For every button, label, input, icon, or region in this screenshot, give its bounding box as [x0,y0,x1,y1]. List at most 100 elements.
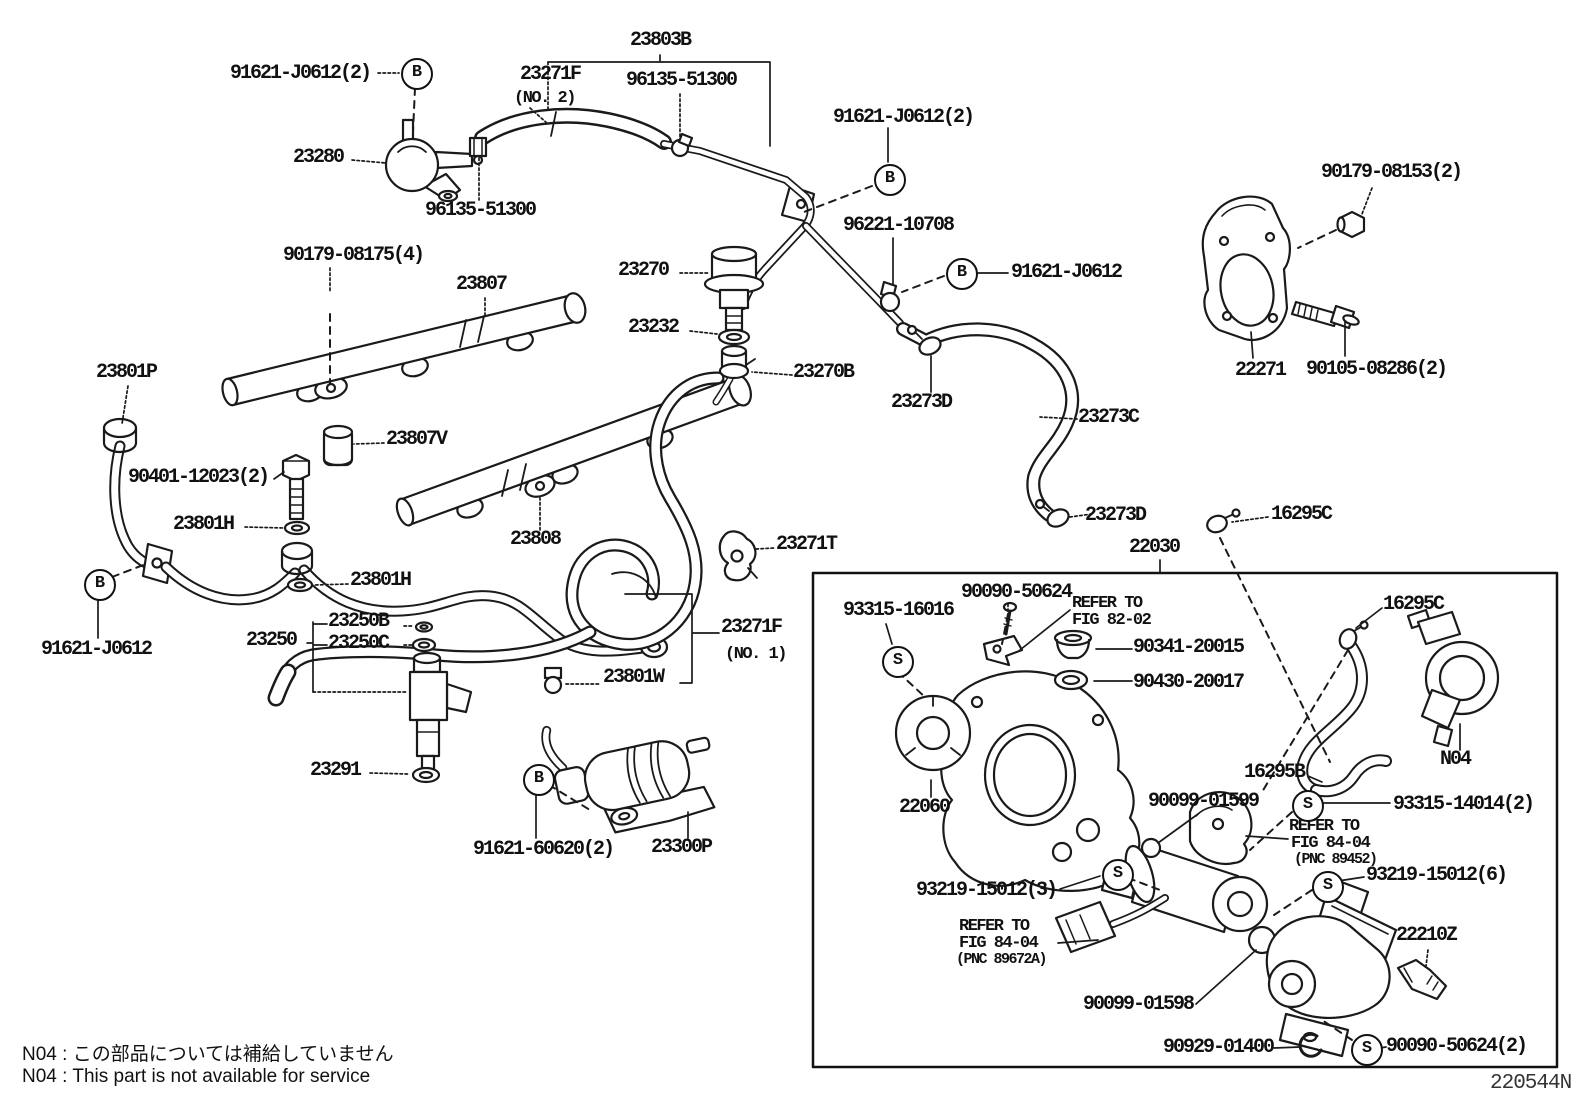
part-label-23801H-b: 23801H [350,569,412,592]
part-label-23280: 23280 [293,146,345,169]
fuel-pipe-23801P [102,417,174,585]
part-label-90179-08175-4: 90179-08175(4) [283,244,425,267]
sensor-pnc-89452 [1188,790,1253,865]
part-label-90929-01400: 90929-01400 [1163,1036,1275,1059]
fuel-filter-23300P [541,725,716,834]
part-label-22271: 22271 [1235,359,1287,382]
fuel-hose-23271F-no2 [474,107,672,150]
screw-badge-s4: S [1102,859,1134,891]
screw-badge-s3: S [1312,871,1344,903]
bolt-badge-b1: B [401,58,433,90]
part-label-91621-J0612-a: 91621-J0612 [1011,261,1123,284]
part-label-90099-01598: 90099-01598 [1083,993,1195,1016]
connector-pnc-89672A [1054,894,1169,954]
part-label-96135-51300-a: 96135-51300 [626,69,738,92]
part-label-90105-08286-2: 90105-08286(2) [1306,358,1448,381]
nut-90179-08153 [1336,210,1366,239]
fuel-injector-23250 [408,651,473,777]
air-valve-assembly [1265,878,1398,1058]
gasket-23232 [717,328,751,346]
part-label-90179-08153-2: 90179-08153(2) [1321,161,1463,184]
part-label-23273D-b: 23273D [1085,504,1147,527]
refer-note-84b-line1: REFER TO [959,917,1030,936]
part-label-no2: (NO. 2) [514,89,576,108]
part-label-23273C: 23273C [1078,406,1140,429]
part-label-91621-J0612-2-b: 91621-J0612(2) [833,106,975,129]
hose-clamp-23273D-1 [906,324,942,356]
sensor-part-n04 [1406,608,1500,748]
part-label-23807V: 23807V [386,428,448,451]
part-label-23300P: 23300P [651,836,713,859]
ring-90430-20017 [1053,669,1089,691]
bolt-badge-b2: B [874,164,906,196]
part-label-23291: 23291 [310,759,362,782]
washer-23801H-lower [286,577,314,593]
pressure-regulator-23270 [703,245,765,332]
service-note-jp: N04 : この部品については補給していません [22,1044,394,1065]
part-label-23271T: 23271T [776,533,838,556]
grommet-23250C [411,637,437,653]
part-label-96221-10708: 96221-10708 [843,214,955,237]
part-label-22030: 22030 [1129,536,1181,559]
bolt-badge-b3: B [946,258,978,290]
fuel-hose-23271F-no1 [267,371,725,707]
vacuum-hose-16295 [1296,638,1392,798]
vacuum-valve-23280 [384,118,474,203]
part-label-93219-15012-6: 93219-15012(6) [1366,864,1508,887]
o-ring-23291 [411,766,441,784]
part-label-23801H-a: 23801H [173,513,235,536]
ball-90099-01599 [1140,837,1162,859]
refer-note-82-line1: REFER TO [1072,594,1143,613]
part-label-n04: N04 [1440,748,1472,771]
part-label-93315-14014-2: 93315-14014(2) [1393,793,1535,816]
part-label-91621-J0612-2-a: 91621-J0612(2) [230,62,372,85]
refer-note-84a-line3: (PNC 89452) [1294,851,1378,868]
hose-clamp-16295C-box [1338,620,1369,650]
part-label-23270: 23270 [618,259,670,282]
part-label-23801P: 23801P [96,361,158,384]
part-label-23807: 23807 [456,273,508,296]
part-label-23273D-a: 23273D [891,391,953,414]
throttle-body-22060 [940,670,1141,892]
bolt-90105-08286 [1290,300,1360,330]
part-label-90090-50624: 90090-50624 [961,581,1073,604]
service-note-en: N04 : This part is not available for ser… [22,1066,371,1087]
part-label-23801W: 23801W [603,666,665,689]
o-ring-23250B [414,621,434,633]
part-label-90401-12023-2: 90401-12023(2) [128,466,270,489]
refer-note-82-line2: FIG 82-02 [1072,611,1152,630]
part-label-22060: 22060 [899,796,951,819]
fuel-rail-23807 [221,292,587,407]
bolt-badge-b5: B [523,764,555,796]
part-label-23270B: 23270B [793,361,855,384]
part-label-16295C-b: 16295C [1383,593,1445,616]
part-label-no1: (NO. 1) [725,645,787,664]
refer-note-84a-line2: FIG 84-04 [1291,834,1371,853]
screw-badge-s2: S [1292,790,1324,822]
fuel-rail-23808 [395,373,752,527]
pipe-clip-23801W [543,666,563,695]
fitting-23270B [712,344,756,406]
part-label-23271F-no2: 23271F [520,63,582,86]
part-label-93219-15012-3: 93219-15012(3) [916,879,1058,902]
sensor-22210Z [1396,958,1448,1001]
part-label-22210Z: 22210Z [1396,924,1458,947]
part-label-91621-60620-2: 91621-60620(2) [473,838,615,861]
screw-badge-s1: S [882,646,914,678]
part-label-90090-50624-2: 90090-50624(2) [1386,1035,1528,1058]
detail-box-frame [811,571,1559,1069]
throttle-position-sensor [894,694,972,772]
part-label-23232: 23232 [628,316,680,339]
part-label-23271F-no1: 23271F [721,616,783,639]
part-label-23250B: 23250B [328,610,390,633]
bolt-badge-b4: B [84,569,116,601]
part-label-23250: 23250 [246,629,298,652]
part-label-96135-51300-b: 96135-51300 [425,199,537,222]
part-label-23250C: 23250C [328,632,390,655]
hose-clamp-16295C-top [1206,508,1241,534]
part-label-90099-01599: 90099-01599 [1148,790,1260,813]
hose-clamp-96135-2 [670,132,694,158]
fuel-hose-23273C [896,322,1080,522]
